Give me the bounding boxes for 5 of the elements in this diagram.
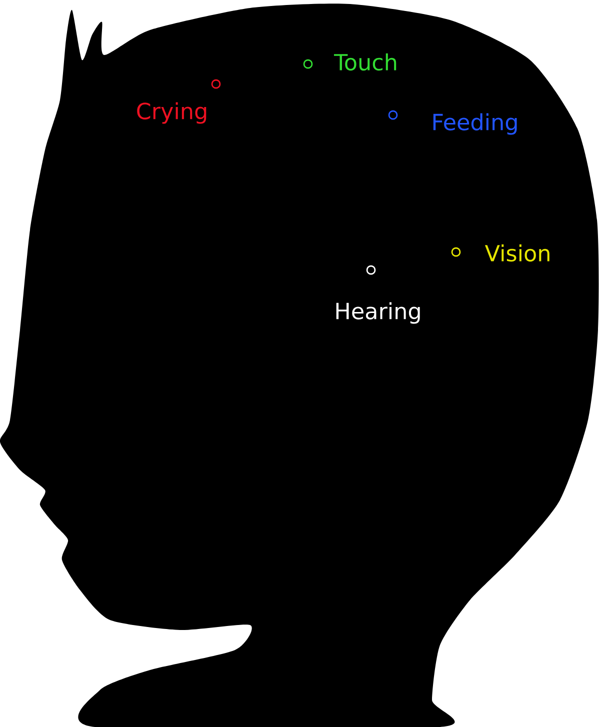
area-label: Vision	[484, 244, 550, 262]
area-label: Feeding	[433, 113, 517, 135]
area-label: Crying	[137, 102, 206, 124]
area-label: Hearing	[336, 302, 420, 324]
area-label: Touch	[334, 53, 396, 71]
